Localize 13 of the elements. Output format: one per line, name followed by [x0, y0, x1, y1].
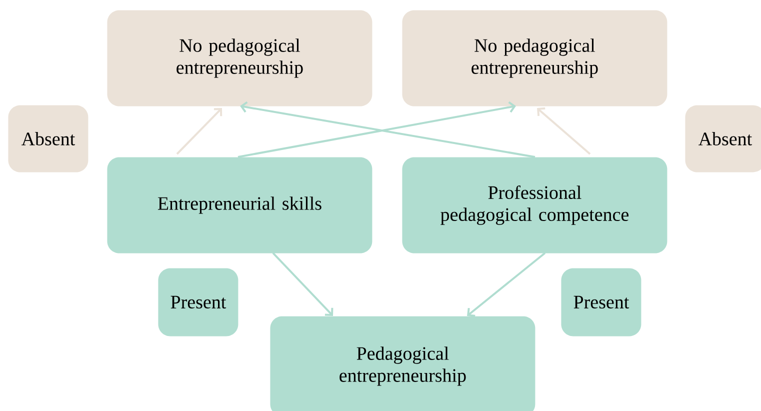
- text-box: No pedagogical entrepreneurship: [107, 10, 372, 106]
- text-box: Professional pedagogical competence: [402, 157, 668, 254]
- arrow: [467, 252, 546, 317]
- text-box: No pedagogical entrepreneurship: [402, 10, 668, 106]
- arrow: [272, 252, 334, 316]
- text-box: Pedagogical entrepreneurship: [270, 316, 536, 411]
- text-box: Entrepreneurial skills: [107, 157, 372, 254]
- text-box: Present: [561, 268, 642, 336]
- text-box: Absent: [685, 105, 761, 172]
- text-box: Absent: [8, 105, 88, 172]
- arrow: [537, 107, 591, 155]
- arrow: [176, 108, 222, 155]
- text-box: Present: [158, 268, 238, 336]
